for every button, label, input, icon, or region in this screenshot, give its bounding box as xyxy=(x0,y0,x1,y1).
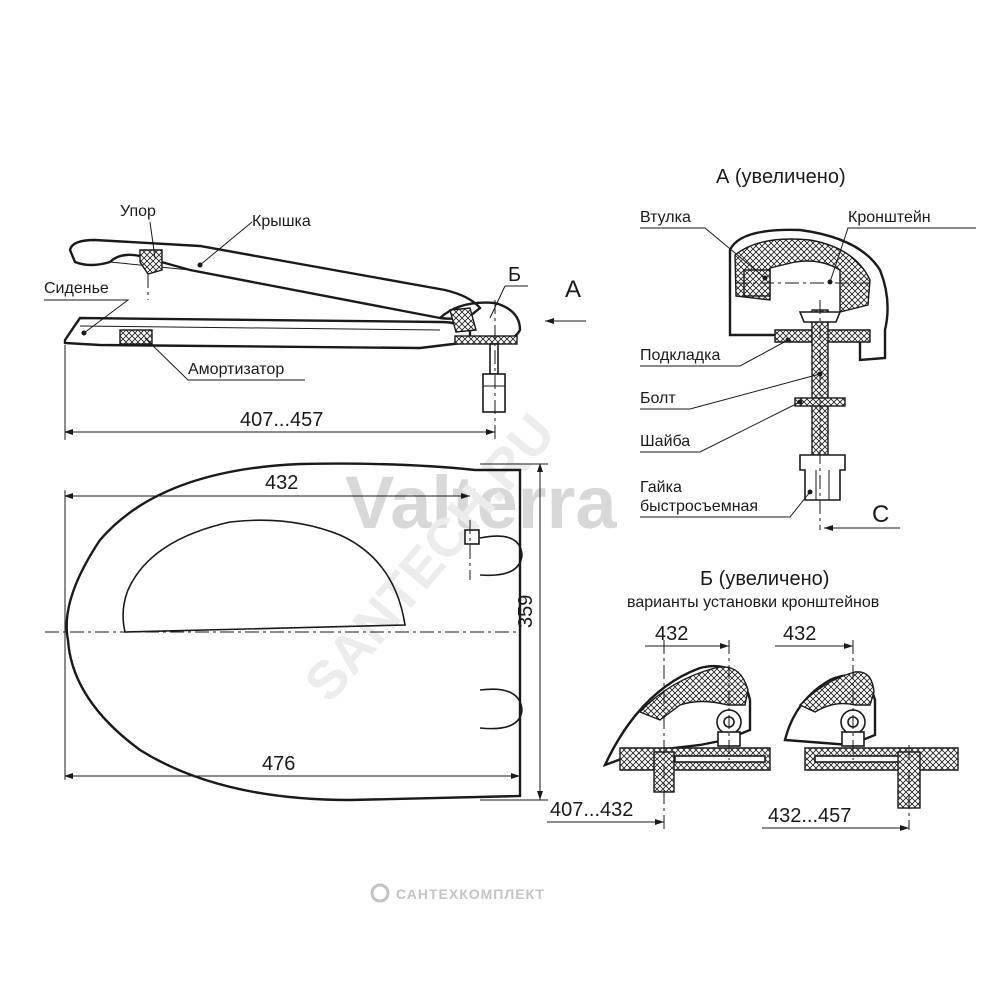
label-pad: Подкладка xyxy=(640,347,720,364)
leader-bushing xyxy=(640,227,766,279)
view-mark-a: А xyxy=(565,276,581,303)
right-base-slot xyxy=(814,755,901,763)
label-bushing: Втулка xyxy=(640,209,691,226)
right-cover xyxy=(783,674,877,747)
right-dim-top: 432 xyxy=(783,623,816,645)
detail-a-nut xyxy=(799,454,846,501)
detail-b: Б (увеличено) варианты установки кронште… xyxy=(547,568,959,831)
watermark-brand: Valterra xyxy=(345,461,617,544)
detail-a-cover xyxy=(728,228,889,362)
right-bracket xyxy=(798,671,875,713)
side-view: Упор Крышка Сиденье Амортизатор Б А 407.… xyxy=(44,203,586,440)
leader-damper xyxy=(144,337,305,381)
top-view: 432 476 359 xyxy=(45,462,548,802)
hinge-cap-bottom xyxy=(479,688,523,730)
hinge-bolt-top xyxy=(464,529,480,545)
left-dim-bottom: 407...432 xyxy=(550,799,633,821)
left-bracket xyxy=(638,666,749,721)
detail-a-bolt-head xyxy=(798,311,842,323)
watermark-footer: САНТЕХКОМПЛЕКТ xyxy=(370,883,545,903)
detail-b-left: 432 407...432 xyxy=(547,623,771,830)
label-bracket: Кронштейн xyxy=(848,209,931,226)
leader-section-b xyxy=(489,285,528,319)
leader-lid xyxy=(199,221,253,266)
seat-top-outline xyxy=(65,462,522,802)
leader-washer xyxy=(640,401,801,453)
detail-a-title: А (увеличено) xyxy=(716,166,846,188)
footer-logo-icon xyxy=(370,883,390,903)
label-stop: Упор xyxy=(120,203,156,220)
lid-outline xyxy=(68,238,482,320)
detail-b-right: 432 432...457 xyxy=(762,623,959,831)
detail-b-title: Б (увеличено) xyxy=(700,568,829,590)
label-washer: Шайба xyxy=(640,433,690,450)
section-mark-b: Б xyxy=(508,264,521,286)
seat-top-line xyxy=(79,325,441,331)
dim-length: 407...457 xyxy=(240,409,323,431)
nut-body xyxy=(482,373,506,413)
leader-stop xyxy=(149,221,156,259)
stop-part xyxy=(139,249,163,275)
leader-pad xyxy=(640,339,789,367)
dim-359: 359 xyxy=(515,595,537,628)
leader-nut xyxy=(640,491,811,518)
seat-opening xyxy=(122,519,406,633)
left-cover xyxy=(602,664,752,768)
label-lid: Крышка xyxy=(252,213,311,230)
bolt-shank xyxy=(489,343,499,375)
dim-476: 476 xyxy=(262,753,295,775)
label-seat: Сиденье xyxy=(44,280,109,297)
watermark-site: SANTECH.RU xyxy=(293,403,567,713)
right-dim-bottom: 432...457 xyxy=(768,805,851,827)
detail-a: А (увеличено) Втулка Кронштейн Подкладка… xyxy=(640,166,976,531)
leader-bracket xyxy=(829,227,976,283)
label-nut-line1: Гайка xyxy=(640,479,682,496)
view-mark-c: С xyxy=(872,501,889,528)
label-damper: Амортизатор xyxy=(188,361,284,378)
leader-bolt xyxy=(640,373,821,410)
mount-pad xyxy=(454,335,518,345)
label-nut-line2: быстросъемная xyxy=(640,498,758,515)
hinge-cap-top xyxy=(479,535,523,577)
watermark-footer-text: САНТЕХКОМПЛЕКТ xyxy=(396,886,545,902)
watermark-group: Valterra SANTECH.RU САНТЕХКОМПЛЕКТ xyxy=(293,403,617,903)
left-base-slot xyxy=(674,755,766,763)
left-dim-top: 432 xyxy=(655,623,688,645)
detail-b-subtitle: варианты установки кронштейнов xyxy=(627,594,879,611)
leader-seat xyxy=(44,299,130,334)
label-bolt: Болт xyxy=(640,390,676,407)
hinge-bracket xyxy=(449,307,477,333)
dim-432: 432 xyxy=(265,472,298,494)
damper-part xyxy=(119,329,153,345)
